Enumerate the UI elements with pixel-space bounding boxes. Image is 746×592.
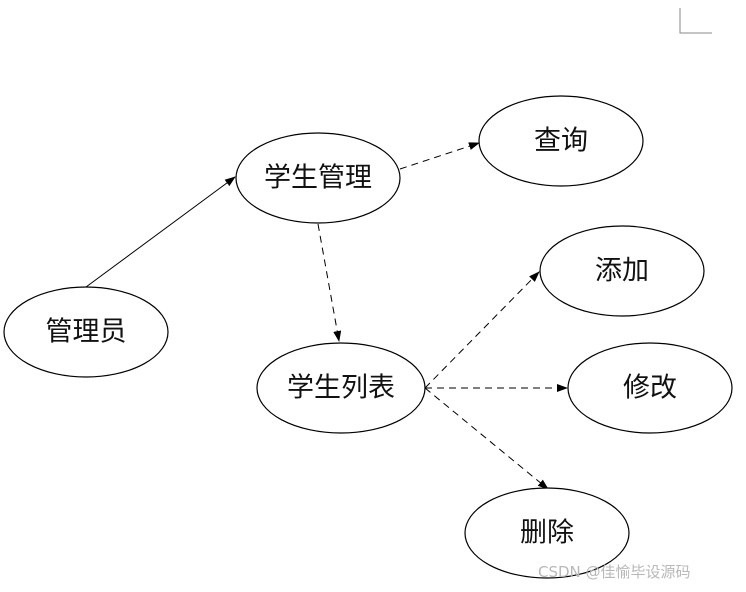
node-query: 查询	[478, 95, 644, 187]
node-admin: 管理员	[3, 286, 169, 378]
node-student-list-label: 学生列表	[287, 373, 395, 404]
node-edit: 修改	[567, 342, 733, 434]
node-query-label: 查询	[534, 126, 588, 157]
node-add: 添加	[539, 225, 705, 317]
node-edit-label: 修改	[623, 373, 677, 404]
watermark: CSDN @佳愉毕设源码	[538, 563, 691, 581]
edge-student-management-to-student-list	[317, 223, 342, 342]
edge-student-list-to-delete	[424, 387, 549, 490]
node-student-management-label: 学生管理	[264, 163, 372, 194]
node-student-management: 学生管理	[235, 132, 401, 224]
node-admin-label: 管理员	[46, 317, 127, 348]
node-delete: 删除	[464, 487, 630, 579]
page-corner-mark	[679, 8, 712, 34]
edge-student-management-to-query	[399, 142, 480, 170]
edge-admin-to-student-management	[85, 176, 236, 288]
edge-student-list-to-add	[424, 271, 540, 389]
node-delete-label: 删除	[520, 518, 574, 549]
node-add-label: 添加	[595, 256, 649, 287]
node-student-list: 学生列表	[256, 342, 426, 434]
